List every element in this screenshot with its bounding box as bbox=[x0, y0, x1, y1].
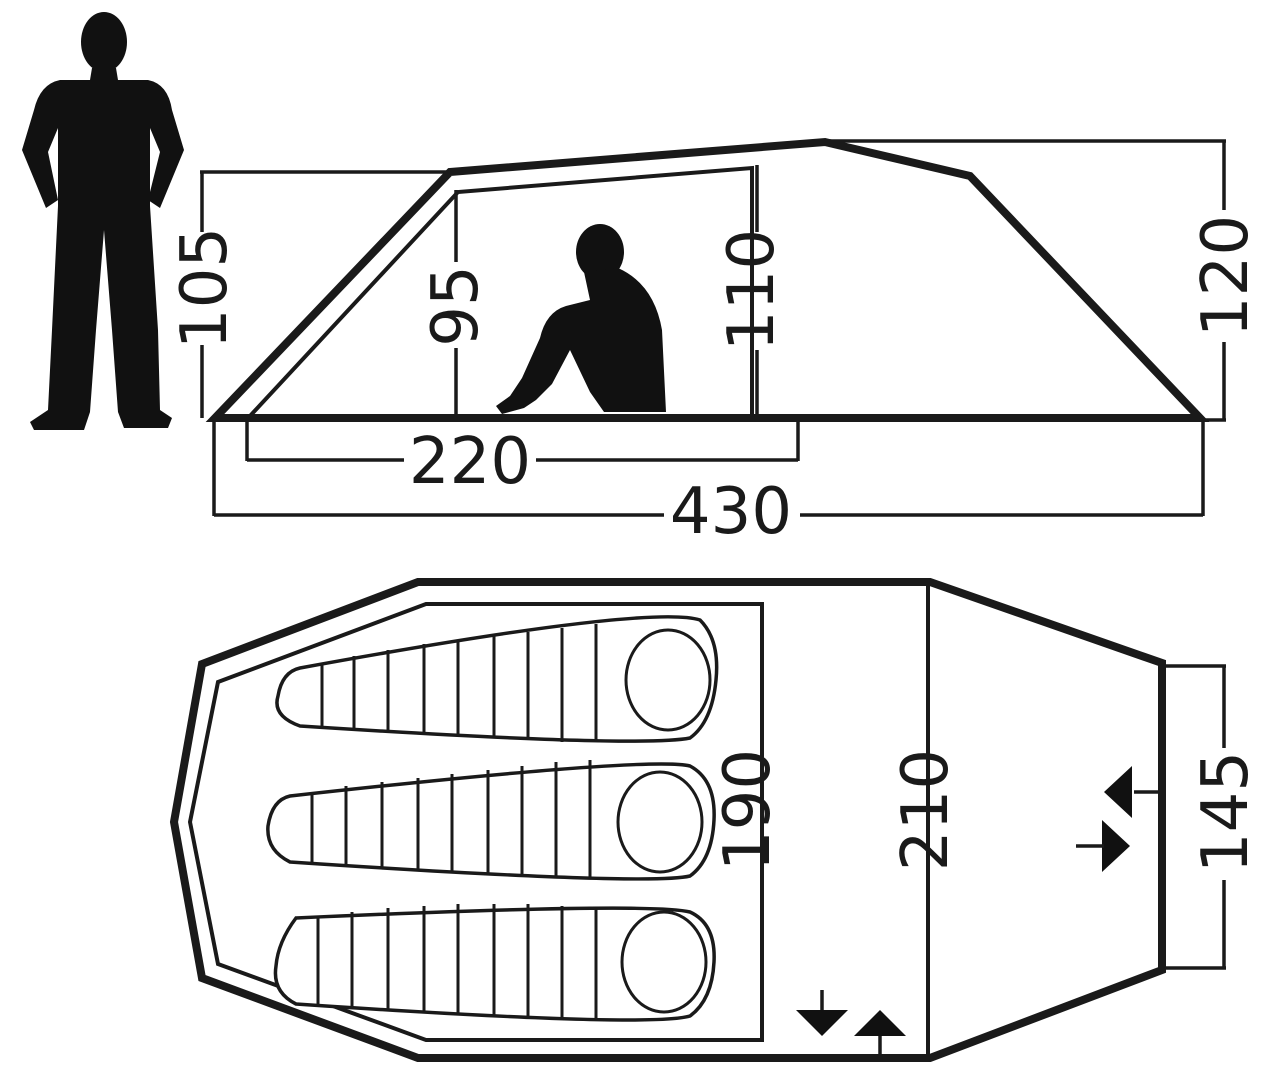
sleeping-bag-3-baffles bbox=[316, 904, 598, 1020]
vestibule-width-label: 145 bbox=[1189, 751, 1263, 873]
sleeping-bag-1-hood bbox=[624, 628, 712, 732]
inner-tent-outline bbox=[248, 165, 754, 418]
sleeping-bag-2-hood bbox=[616, 770, 704, 874]
sleeping-bag-2-baffles bbox=[310, 760, 592, 878]
entrance-arrows-icon-side bbox=[1076, 766, 1158, 872]
person-standing-icon bbox=[22, 12, 184, 430]
height-peak-label: 120 bbox=[1189, 215, 1263, 337]
tent-fly-outline bbox=[205, 137, 1210, 422]
total-width-label: 210 bbox=[889, 749, 963, 871]
total-length-label: 430 bbox=[670, 475, 792, 549]
sleeping-bag-1-baffles bbox=[320, 624, 598, 742]
height-front-label: 105 bbox=[168, 227, 242, 349]
inner-length-top-label: 190 bbox=[711, 749, 785, 871]
sleeping-bag-icon bbox=[266, 615, 719, 1022]
sleeping-bag-2 bbox=[266, 762, 716, 881]
dim-vestibule-width bbox=[1162, 664, 1226, 970]
top-view: 190 210 145 bbox=[169, 578, 1263, 1062]
person-sitting-icon bbox=[496, 224, 666, 414]
height-inner-rear-label: 110 bbox=[715, 229, 789, 351]
dim-inner-length bbox=[245, 422, 800, 462]
height-inner-front-label: 95 bbox=[419, 265, 493, 346]
entrance-arrows-icon bbox=[796, 990, 906, 1058]
dim-height-peak bbox=[822, 139, 1226, 422]
sleeping-bag-3-hood bbox=[620, 910, 708, 1014]
dim-height-front bbox=[200, 170, 452, 418]
side-view: 105 95 110 120 220 bbox=[22, 12, 1263, 549]
dim-total-length bbox=[212, 422, 1205, 517]
inner-length-label: 220 bbox=[409, 425, 531, 499]
tent-footprint-outline bbox=[169, 578, 1166, 1062]
